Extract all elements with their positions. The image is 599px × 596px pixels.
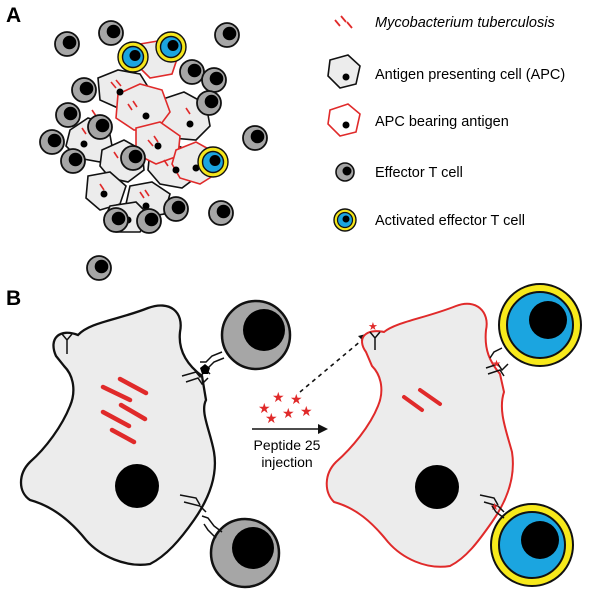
svg-text:★: ★ bbox=[490, 502, 499, 513]
effector-t-cell-bottom bbox=[201, 515, 281, 589]
svg-text:★: ★ bbox=[272, 390, 285, 406]
legend-effector-icon bbox=[335, 162, 355, 182]
panel-b-label: B bbox=[6, 287, 21, 310]
granuloma bbox=[39, 20, 268, 281]
svg-text:★: ★ bbox=[492, 359, 501, 370]
legend-apc: Antigen presenting cell (APC) bbox=[375, 67, 565, 83]
legend-mtb: Mycobacterium tuberculosis bbox=[375, 15, 555, 31]
activated-t-cell-bottom bbox=[490, 503, 574, 587]
legend-apc-antigen-icon bbox=[327, 103, 361, 137]
legend-mtb-icon bbox=[334, 15, 353, 29]
apc-left-mtb bbox=[100, 376, 149, 445]
svg-text:★: ★ bbox=[265, 411, 278, 427]
effector-t-cell-top bbox=[200, 299, 292, 374]
svg-text:★: ★ bbox=[282, 406, 295, 422]
dashed-arrow bbox=[299, 339, 363, 393]
legend-apc-icon bbox=[327, 54, 361, 89]
legend-activated: Activated effector T cell bbox=[375, 213, 525, 229]
svg-text:★: ★ bbox=[368, 320, 378, 333]
legend-effector: Effector T cell bbox=[375, 165, 463, 181]
arrow-label-line1: Peptide 25 bbox=[254, 437, 321, 453]
arrow-label-line2: injection bbox=[261, 454, 312, 470]
apc-left-nucleus bbox=[115, 464, 159, 508]
peptide-injection-arrow: ★ ★ ★ ★ ★ ★ Peptide 25 injection bbox=[252, 334, 366, 470]
activated-t-cell-top bbox=[489, 283, 582, 367]
svg-text:★: ★ bbox=[258, 401, 271, 417]
apc-left bbox=[19, 304, 216, 566]
svg-text:★: ★ bbox=[300, 404, 313, 420]
legend-apc-antigen: APC bearing antigen bbox=[375, 114, 509, 130]
legend-activated-icon bbox=[333, 208, 357, 232]
svg-text:★: ★ bbox=[290, 392, 303, 408]
apc-right-peptide-stars: ★ ★ ★ bbox=[368, 320, 501, 513]
apc-right-nucleus bbox=[415, 465, 459, 509]
panel-a-label: A bbox=[6, 4, 21, 27]
apc-right-receptors bbox=[369, 331, 509, 513]
legend: Mycobacterium tuberculosis Antigen prese… bbox=[327, 15, 565, 232]
peptide-stars: ★ ★ ★ ★ ★ ★ bbox=[258, 390, 313, 427]
apc-right-mtb bbox=[402, 388, 442, 412]
apc-right: ★ ★ ★ bbox=[325, 302, 514, 568]
